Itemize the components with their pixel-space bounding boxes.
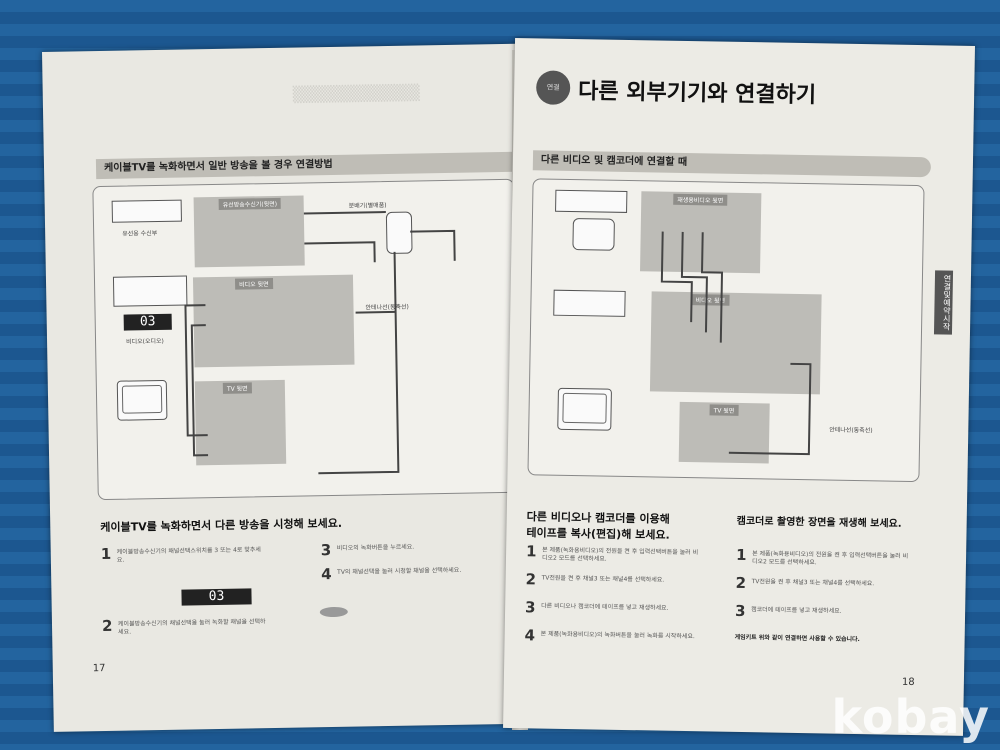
right-right-step-2-text: TV전원을 켠 후 채널3 또는 채널4를 선택하세요.	[751, 578, 875, 588]
right-sub-heading-3: 캠코더로 촬영한 장면을 재생해 보세요.	[736, 515, 902, 530]
watermark-logo: kobay	[831, 690, 990, 744]
right-page: 연결 다른 외부기기와 연결하기 다른 비디오 및 캠코더에 연결할 때 재생용…	[503, 37, 975, 736]
right-left-step-1-num: 1	[525, 542, 537, 561]
left-step-display: 03	[181, 588, 252, 606]
left-section-title: 케이블TV를 녹화하면서 일반 방송을 볼 경우 연결방법	[95, 151, 525, 180]
left-step-4-num: 4	[320, 565, 332, 584]
right-right-step-2-num: 2	[735, 573, 747, 593]
left-step-1-num: 1	[100, 544, 112, 564]
cable-lines	[184, 211, 456, 475]
left-step-2-num: 2	[101, 616, 113, 636]
right-right-step-3-num: 3	[734, 601, 746, 621]
right-left-step-2-num: 2	[525, 570, 537, 589]
right-right-step-3-text: 캠코더에 테이프를 넣고 재생하세요.	[751, 606, 842, 615]
left-step-1-text: 케이블방송수신기의 채널선택스위치를 3 또는 4로 맞추세요.	[116, 546, 261, 564]
right-right-step-1-text: 본 제품(녹화용비디오)의 전원을 켠 후 입력선택버튼을 눌러 비디오2 모드…	[751, 550, 909, 567]
right-left-step-4-num: 4	[524, 626, 536, 645]
connection-icon: 연결	[535, 70, 571, 105]
right-diagram: 재생용비디오 뒷면 비디오 뒷면 TV 뒷면 안테나선(동축선)	[527, 178, 925, 483]
note-bubble-icon	[319, 606, 348, 618]
right-left-step-3-num: 3	[524, 598, 536, 617]
right-note: 게임키트 위와 같이 연결하면 사용할 수 있습니다.	[734, 633, 860, 644]
left-page-number: 17	[92, 662, 106, 675]
right-sub-heading-2: 테이프를 복사(편집)해 보세요.	[526, 526, 670, 542]
right-left-step-3-text: 다른 비디오나 캠코더에 테이프를 넣고 재생하세요.	[541, 602, 669, 612]
ghost-heading: ▒▒▒▒▒▒▒▒▒▒▒	[292, 83, 420, 104]
left-page: ▒▒▒▒▒▒▒▒▒▒▒ 케이블TV를 녹화하면서 일반 방송을 볼 경우 연결방…	[42, 43, 537, 732]
left-diagram: 유선용 수신부 유선방송수신기(뒷면) 분배기(별매품) 03 비디오(오디오)…	[92, 178, 520, 501]
left-step-3-num: 3	[320, 541, 332, 560]
cable-lines-right	[660, 231, 812, 456]
right-left-step-2-text: TV전원을 켠 후 채널3 또는 채널4를 선택하세요.	[541, 574, 665, 584]
right-left-step-4-text: 본 제품(녹화용비디오)의 녹화버튼을 눌러 녹화를 시작하세요.	[540, 630, 695, 641]
right-page-title: 다른 외부기기와 연결하기	[577, 79, 817, 109]
left-step-2-text: 케이블방송수신기의 채널선택을 눌러 녹화할 채널을 선택하세요.	[117, 618, 266, 636]
right-section-title: 다른 비디오 및 캠코더에 연결할 때	[532, 150, 932, 178]
left-step-3-text: 비디오의 녹화버튼을 누르세요.	[336, 543, 415, 552]
left-sub-heading: 케이블TV를 녹화하면서 다른 방송을 시청해 보세요.	[100, 516, 343, 535]
left-step-4-text: TV의 채널선택을 눌러 시청할 채널을 선택하세요.	[337, 566, 462, 576]
right-right-step-1-num: 1	[735, 545, 747, 565]
side-tab: 연결및예약시작	[933, 270, 954, 335]
right-left-step-1-text: 본 제품(녹화용비디오)의 전원을 켠 후 입력선택버튼을 눌러 비디오2 모드…	[541, 546, 699, 563]
right-page-number: 18	[901, 676, 915, 689]
